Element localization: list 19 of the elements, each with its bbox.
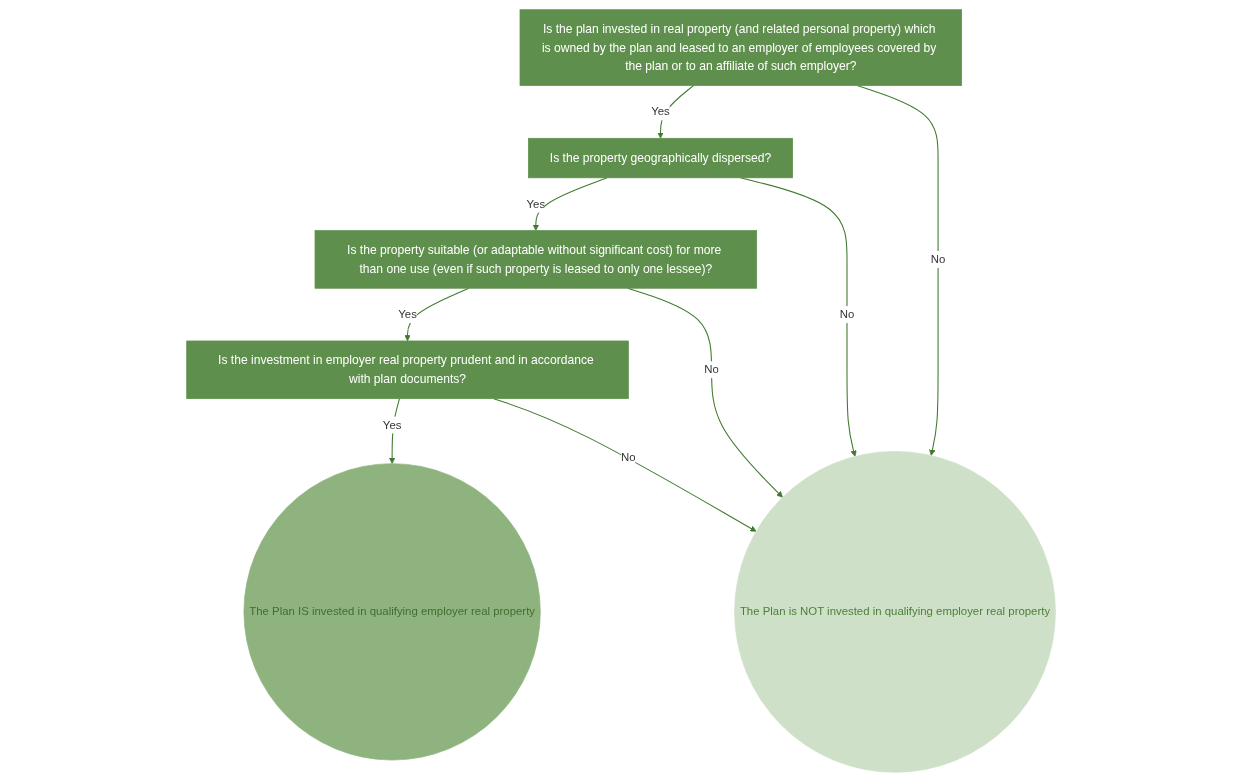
node-box: Is the plan invested in real property (and related personal property) which is owned by the plan and leased to an employer of employees covered by the plan or to an affiliate of such employer?: [520, 9, 963, 86]
arrow: [857, 85, 940, 456]
node-box: Is the investment in employer real property prudent and in accordance with plan documents?: [186, 340, 630, 400]
arrow: [740, 177, 858, 457]
edge-label: No: [704, 363, 720, 376]
edge-label: No: [621, 451, 637, 464]
edge-label: Yes: [383, 418, 402, 431]
arrow: [389, 398, 401, 464]
arrow: [493, 398, 757, 532]
node-box: Is the property suitable (or adaptable without significant cost) for more than one use (even if such property is leased to only one lessee)?: [315, 230, 758, 289]
node-circle: The Plan is NOT invested in qualifying employer real property: [734, 451, 1057, 773]
node-circle: The Plan IS invested in qualifying employer real property: [243, 463, 542, 761]
node-box: Is the property geographically dispersed?: [528, 137, 794, 179]
edge-label: Yes: [651, 105, 671, 118]
edge-label: Yes: [526, 197, 546, 210]
edge-label: Yes: [398, 308, 418, 321]
edge-label: No: [931, 252, 946, 266]
arrow: [657, 85, 695, 139]
edge-label: No: [840, 308, 855, 321]
